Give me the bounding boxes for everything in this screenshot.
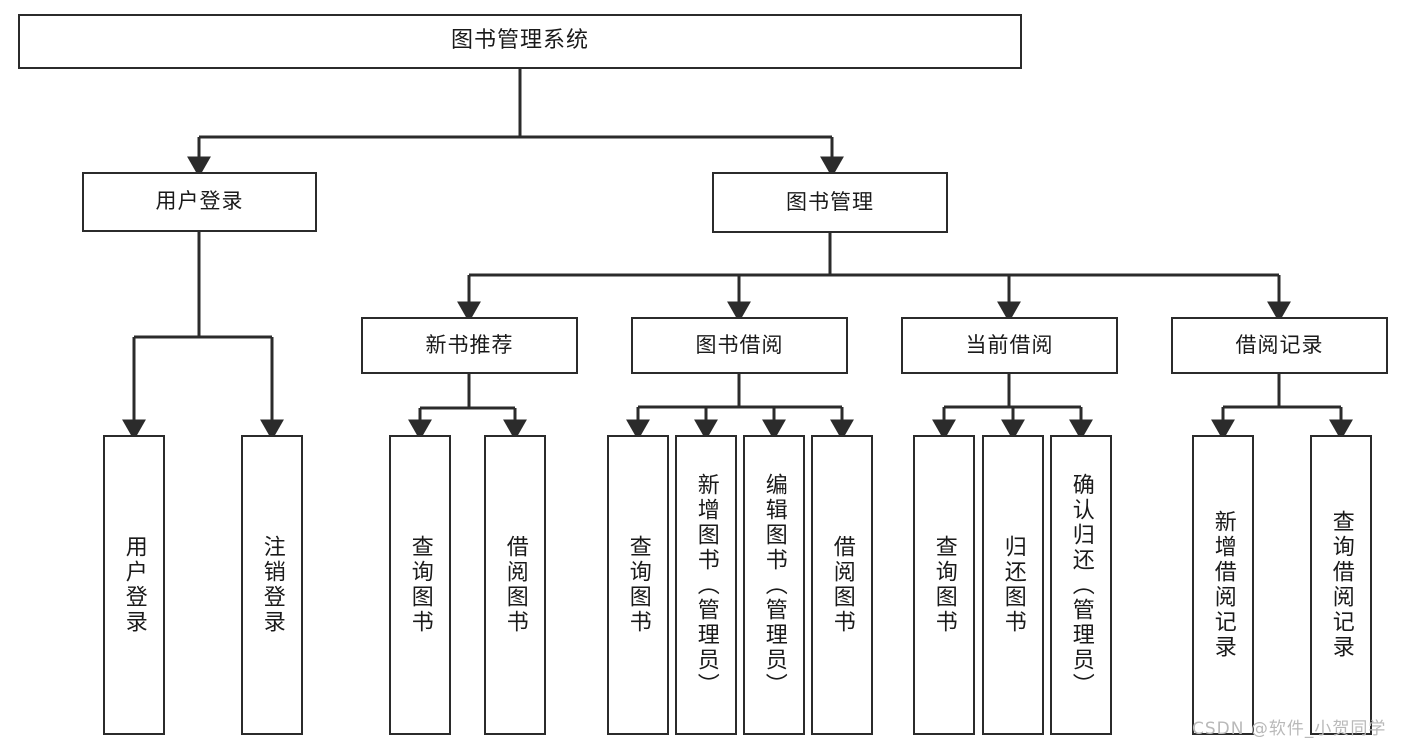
node-leaf-add-book-label: 新增图书（管理员） xyxy=(693,472,719,698)
node-leaf-query-record-label: 查询借阅记录 xyxy=(1328,510,1354,660)
node-leaf-borrow-book-2-label: 借阅图书 xyxy=(829,535,855,635)
node-leaf-edit-book-label: 编辑图书（管理员） xyxy=(761,472,787,698)
node-leaf-confirm-return-label: 确认归还（管理员） xyxy=(1068,472,1094,698)
node-leaf-add-record[interactable]: 新增借阅记录 xyxy=(1192,435,1254,735)
node-leaf-query-book-1[interactable]: 查询图书 xyxy=(389,435,451,735)
node-leaf-add-record-label: 新增借阅记录 xyxy=(1210,510,1236,660)
node-user-login-label: 用户登录 xyxy=(155,189,244,214)
node-root[interactable]: 图书管理系统 xyxy=(18,14,1022,69)
node-book-manage-label: 图书管理 xyxy=(786,189,874,214)
node-leaf-user-login[interactable]: 用户登录 xyxy=(103,435,165,735)
watermark-text: CSDN @软件_小贺同学 xyxy=(1192,719,1387,739)
node-leaf-query-record[interactable]: 查询借阅记录 xyxy=(1310,435,1372,735)
node-current-borrow-label: 当前借阅 xyxy=(965,332,1054,357)
node-user-login[interactable]: 用户登录 xyxy=(82,172,317,232)
node-book-borrow[interactable]: 图书借阅 xyxy=(631,317,848,374)
node-leaf-query-book-2[interactable]: 查询图书 xyxy=(607,435,669,735)
node-leaf-borrow-book-2[interactable]: 借阅图书 xyxy=(811,435,873,735)
node-leaf-query-book-3-label: 查询图书 xyxy=(931,535,957,635)
node-root-label: 图书管理系统 xyxy=(450,28,589,54)
node-leaf-user-logout[interactable]: 注销登录 xyxy=(241,435,303,735)
node-leaf-borrow-book-1-label: 借阅图书 xyxy=(502,535,528,635)
node-leaf-confirm-return[interactable]: 确认归还（管理员） xyxy=(1050,435,1112,735)
node-leaf-query-book-2-label: 查询图书 xyxy=(625,535,651,635)
node-new-book-rec-label: 新书推荐 xyxy=(425,332,514,357)
node-leaf-edit-book[interactable]: 编辑图书（管理员） xyxy=(743,435,805,735)
node-book-manage[interactable]: 图书管理 xyxy=(712,172,948,233)
node-leaf-user-logout-label: 注销登录 xyxy=(259,535,285,635)
node-book-borrow-label: 图书借阅 xyxy=(695,332,784,357)
node-leaf-user-login-label: 用户登录 xyxy=(121,535,147,635)
node-borrow-record-label: 借阅记录 xyxy=(1235,332,1324,357)
node-leaf-return-book-label: 归还图书 xyxy=(1000,535,1026,635)
node-new-book-rec[interactable]: 新书推荐 xyxy=(361,317,578,374)
node-leaf-add-book[interactable]: 新增图书（管理员） xyxy=(675,435,737,735)
node-leaf-return-book[interactable]: 归还图书 xyxy=(982,435,1044,735)
node-current-borrow[interactable]: 当前借阅 xyxy=(901,317,1118,374)
node-borrow-record[interactable]: 借阅记录 xyxy=(1171,317,1388,374)
node-leaf-borrow-book-1[interactable]: 借阅图书 xyxy=(484,435,546,735)
node-leaf-query-book-1-label: 查询图书 xyxy=(407,535,433,635)
node-leaf-query-book-3[interactable]: 查询图书 xyxy=(913,435,975,735)
